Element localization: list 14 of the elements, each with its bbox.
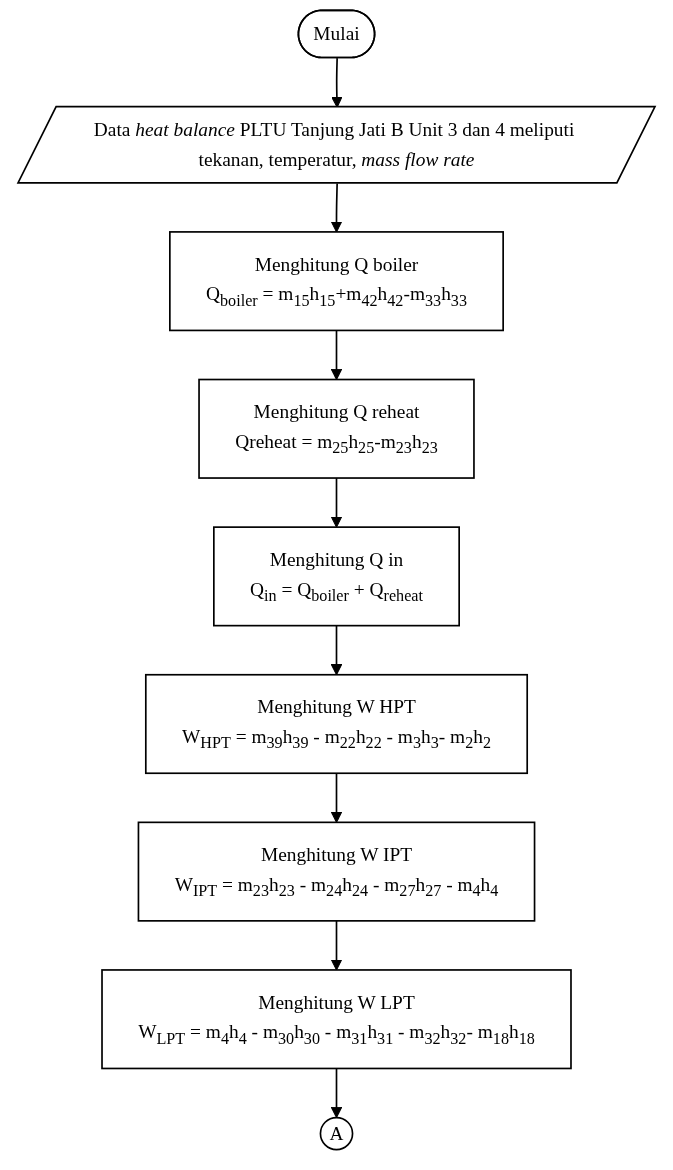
arrow <box>330 182 343 233</box>
node-box: Menghitung Q boiler Q$_{boiler}$ = m$_{15}$h$_{15}$+m$_{42}$h$_{42}$-m$_{33}$h$_{33}$ <box>169 231 504 332</box>
arrow <box>330 920 343 971</box>
arrow <box>330 624 343 676</box>
node-box: Menghitung Q in Q$_{in}$ = Q$_{boiler}$ + Q$_{reheat}$ <box>213 526 460 627</box>
arrow <box>330 477 343 528</box>
node-box: Menghitung W IPT W$_{IPT}$ = m$_{23}$h$_{23}$ - m$_{24}$h$_{24}$ - m$_{27}$h$_{27}$ - m$_{4}$h$_{4}$ <box>137 821 536 922</box>
node-box: Menghitung W LPT W$_{LPT}$ = m$_{4}$h$_{4}$ - m$_{30}$h$_{30}$ - m$_{31}$h$_{31}$ - m$_{32}$h$_{32}$- m$_{18}$h$_{18}$ <box>101 969 572 1070</box>
node-box: Menghitung W HPT W$_{HPT}$ = m$_{39}$h$_{39}$ - m$_{22}$h$_{22}$ - m$_{3}$h$_{3}$- m$_{2}$h$_{2}$ <box>144 673 529 775</box>
arrow <box>330 1067 343 1119</box>
node-box: Menghitung Q reheat Qreheat = m$_{25}$h$_{25}$-m$_{23}$h$_{23}$ <box>198 378 475 479</box>
arrow <box>330 772 343 823</box>
node-circle: A <box>319 1116 354 1151</box>
arrow <box>330 329 343 381</box>
